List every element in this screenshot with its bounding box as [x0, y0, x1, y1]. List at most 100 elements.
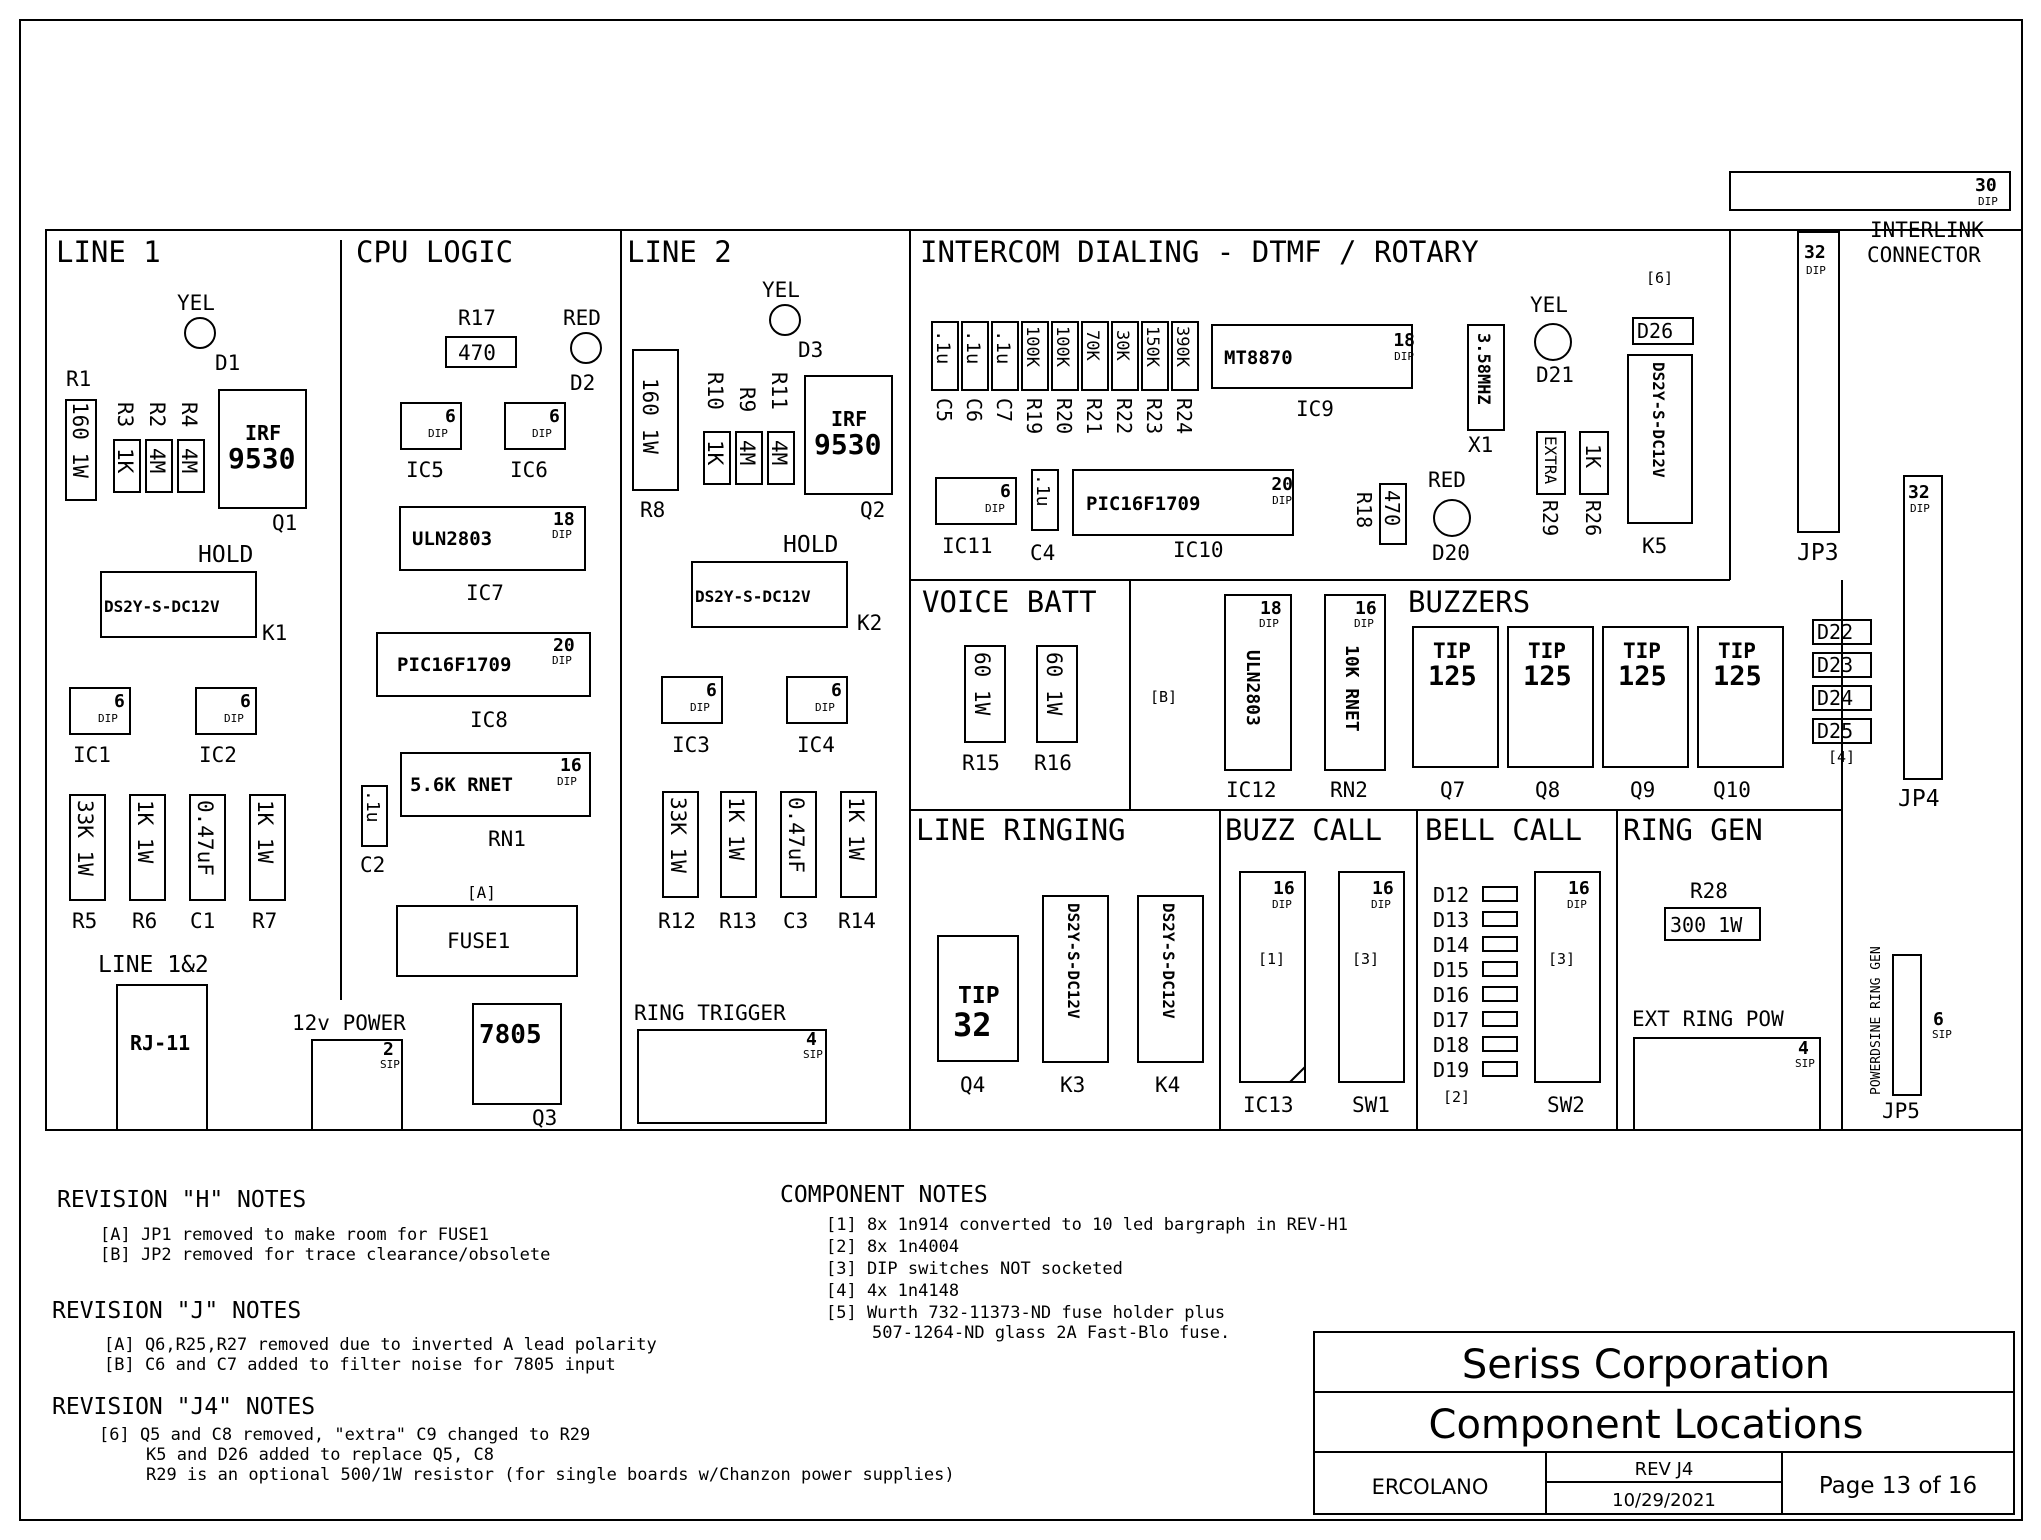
tip-part: 32: [953, 1006, 992, 1044]
q1-mosfet: [218, 389, 307, 509]
r9-value: 4M: [735, 440, 759, 465]
q7-ref: Q7: [1440, 778, 1465, 802]
yel-label: YEL: [1530, 293, 1568, 317]
led-d20: [1433, 499, 1471, 537]
r8-ref: R8: [640, 498, 665, 522]
line1-section: YEL D1 R1 160 1W R3 1K R2 4M R4 4M IRF 9…: [65, 291, 307, 1131]
rev-j4-note: K5 and D26 added to replace Q5, C8: [146, 1445, 494, 1465]
section-title-line1: LINE 1: [56, 235, 161, 269]
ic10-pins: 20: [1271, 474, 1293, 495]
red-label: RED: [563, 306, 601, 330]
x1-part: 3.58MHZ: [1473, 333, 1493, 405]
jp5-header: 6 SIP JP5 POWERDSINE RING GEN: [1869, 946, 1952, 1123]
r8-value: 160 1W: [638, 378, 662, 454]
yel-label: YEL: [762, 278, 800, 302]
ic2-socket: [195, 687, 257, 735]
ext-ring-pins: 4: [1798, 1038, 1809, 1059]
power-pins: 2: [383, 1039, 394, 1060]
rev-j-note: [B] C6 and C7 added to filter noise for …: [104, 1355, 616, 1375]
jp5-ref: JP5: [1882, 1099, 1920, 1123]
rev-j-note: [A] Q6,R25,R27 removed due to inverted A…: [104, 1335, 657, 1355]
component-note: [2] 8x 1n4004: [826, 1237, 959, 1257]
r5-ref: R5: [72, 909, 97, 933]
c3-ref: C3: [783, 909, 808, 933]
irf-label: IRF: [831, 407, 867, 431]
r22-ref: R22: [1112, 398, 1136, 434]
dip-label: DIP: [1910, 502, 1930, 515]
section-title-cpu: CPU LOGIC: [356, 235, 513, 269]
ic5-ref: IC5: [406, 458, 444, 482]
red-label: RED: [1428, 468, 1466, 492]
jp5-pins: 6: [1933, 1009, 1944, 1030]
r3-ref: R3: [113, 402, 137, 427]
component-notes: COMPONENT NOTES [1] 8x 1n914 converted t…: [780, 1182, 1348, 1343]
led-d2: [570, 332, 602, 364]
note-1: [1]: [1258, 950, 1285, 968]
relay-part: DS2Y-S-DC12V: [1649, 362, 1668, 478]
ic8-ref: IC8: [470, 708, 508, 732]
d18-ref: D18: [1433, 1033, 1469, 1057]
r3-value: 1K: [113, 448, 137, 474]
relay-part: DS2Y-S-DC12V: [1064, 903, 1083, 1019]
ic4-socket: [786, 676, 848, 724]
page-number: Page 13 of 16: [1819, 1473, 1977, 1499]
r4-value: 4M: [177, 448, 201, 473]
c4-value: .1u: [1032, 474, 1053, 507]
led-d3: [769, 304, 801, 336]
q4-transistor: [937, 935, 1019, 1062]
power-connector: [311, 1039, 403, 1131]
r23-value: 150K: [1142, 326, 1162, 368]
r2-ref: R2: [145, 402, 169, 427]
dip-label: DIP: [552, 654, 572, 667]
bell-diode-boxes: [1482, 886, 1518, 1077]
d12-ref: D12: [1433, 883, 1469, 907]
r4-ref: R4: [177, 402, 201, 427]
ic1-ref: IC1: [73, 743, 111, 767]
r15-value: 60 1W: [970, 652, 994, 716]
ic13-ref: IC13: [1243, 1093, 1294, 1117]
section-title-intercom: INTERCOM DIALING - DTMF / ROTARY: [920, 235, 1479, 269]
d19-ref: D19: [1433, 1058, 1469, 1082]
led-d21: [1534, 323, 1572, 361]
ic4-ref: IC4: [797, 733, 835, 757]
ic12-ref: IC12: [1226, 778, 1277, 802]
ic9-pins: 18: [1393, 330, 1415, 351]
ic3-socket: [661, 676, 723, 724]
rev-j4-note: R29 is an optional 500/1W resistor (for …: [146, 1465, 955, 1485]
rev-h-note: [B] JP2 removed for trace clearance/obso…: [100, 1245, 550, 1265]
dip-label: DIP: [1272, 898, 1292, 911]
r6-value: 1K 1W: [133, 800, 157, 864]
q10-ref: Q10: [1713, 778, 1751, 802]
fuse1-part: FUSE1: [447, 929, 510, 953]
rn2-pins: 16: [1355, 598, 1377, 619]
d17-ref: D17: [1433, 1008, 1469, 1032]
ext-ring-label: EXT RING POW: [1632, 1007, 1784, 1031]
revision-notes: REVISION "H" NOTES [A] JP1 removed to ma…: [52, 1187, 955, 1485]
buzzer-transistors: TIP 125 TIP 125 TIP 125 TIP 125 Q7 Q8 Q9…: [1412, 626, 1784, 802]
irf-part: 9530: [814, 428, 881, 461]
q4-ref: Q4: [960, 1073, 985, 1097]
sw2-ref: SW2: [1547, 1093, 1585, 1117]
r12-value: 33K 1W: [666, 797, 690, 873]
led-d1: [184, 317, 216, 349]
buzzers-section: [B] 18 DIP ULN2803 IC12 16 DIP 10K RNET …: [1150, 594, 1872, 802]
jp3-ref: JP3: [1797, 540, 1839, 566]
note-a: [A]: [467, 883, 496, 902]
ic12-part: ULN2803: [1242, 650, 1263, 726]
rev-j-heading: REVISION "J" NOTES: [52, 1298, 301, 1324]
dip-label: DIP: [98, 712, 118, 725]
r26-ref: R26: [1581, 500, 1605, 536]
ic5-pins: 6: [445, 406, 456, 427]
component-note: [4] 4x 1n4148: [826, 1281, 959, 1301]
dip-label: DIP: [224, 712, 244, 725]
sip-label: SIP: [1932, 1028, 1952, 1041]
jp4-pins: 32: [1908, 482, 1930, 503]
hold-label: HOLD: [783, 532, 838, 558]
c5-ref: C5: [932, 398, 956, 422]
component-note: [5] Wurth 732-11373-ND fuse holder plus: [826, 1303, 1225, 1323]
ring-trigger-label: RING TRIGGER: [634, 1001, 786, 1025]
section-title-ringing: LINE RINGING: [916, 813, 1126, 847]
ext-ring-connector: [1633, 1037, 1821, 1131]
sw1-pins: 16: [1372, 878, 1394, 899]
